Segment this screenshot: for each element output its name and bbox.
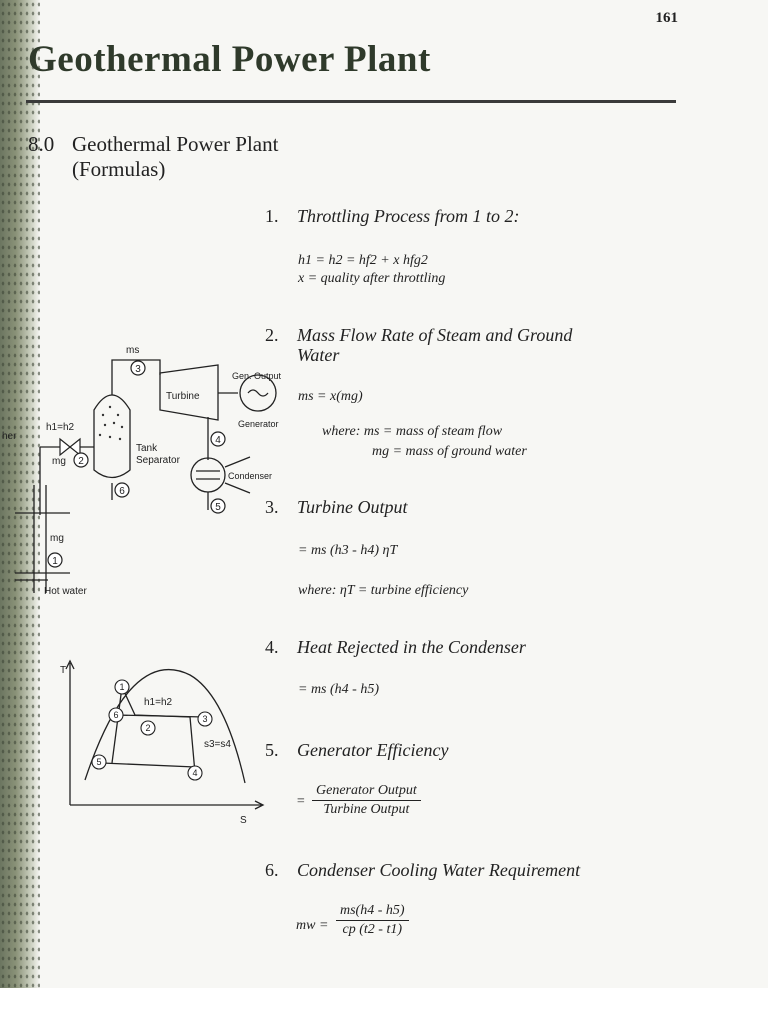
formula-5-title: Generator Efficiency	[297, 740, 449, 760]
formula-3-title: Turbine Output	[297, 497, 408, 517]
formula-3-number: 3.	[265, 497, 279, 517]
formula-2-line3: mg = mass of ground water	[372, 444, 527, 459]
formula-5-heading: 5. Generator Efficiency	[265, 740, 448, 761]
tank-label: Tank	[136, 443, 158, 454]
throttle-valve-icon	[59, 437, 81, 457]
condenser-label: Condenser	[228, 471, 272, 481]
ts-point-1: 1	[119, 682, 124, 692]
scan-bottom-margin	[0, 988, 768, 1024]
h1h2-label: h1=h2	[46, 422, 75, 433]
formula-5-number: 5.	[265, 740, 279, 760]
formula-5-equals: =	[296, 794, 306, 809]
formula-4-line1: = ms (h4 - h5)	[298, 682, 379, 697]
ts-diagram: 1 2 3 4 5 6 T S h1=h2 s3=s4	[60, 659, 265, 825]
title-rule	[26, 100, 676, 103]
ts-point-6: 6	[113, 710, 118, 720]
formula-4-title: Heat Rejected in the Condenser	[297, 637, 526, 657]
ts-point-5: 5	[96, 757, 101, 767]
formula-3-line1: = ms (h3 - h4) ηT	[298, 543, 398, 558]
ts-h1h2-label: h1=h2	[144, 697, 173, 708]
formula-6-number: 6.	[265, 860, 279, 880]
point-2-label: 2	[78, 456, 84, 467]
formula-2-heading: 2. Mass Flow Rate of Steam and Ground Wat…	[265, 325, 572, 365]
hot-water-label: Hot water	[44, 586, 87, 597]
formula-2-line1: ms = x(mg)	[298, 389, 363, 404]
s-axis-label: S	[240, 815, 247, 825]
formula-4-number: 4.	[265, 637, 279, 657]
formula-1-number: 1.	[265, 206, 279, 226]
formula-2-line2: where: ms = mass of steam flow	[322, 424, 503, 439]
section-title-line2: (Formulas)	[72, 157, 166, 181]
mg-label-well: mg	[50, 533, 64, 544]
formula-3-heading: 3. Turbine Output	[265, 497, 408, 518]
separator-shape	[93, 394, 131, 479]
condenser-shape	[190, 457, 226, 493]
formula-2-title-line1: Mass Flow Rate of Steam and Ground	[297, 325, 573, 345]
formula-6-title: Condenser Cooling Water Requirement	[297, 860, 581, 880]
ts-point-4: 4	[192, 768, 197, 778]
t-axis-label: T	[60, 665, 66, 676]
formula-6-fraction: ms(h4 - h5) cp (t2 - t1)	[336, 903, 409, 938]
mg-label-top: mg	[52, 456, 66, 467]
formula-1-line2: x = quality after throttling	[298, 271, 446, 286]
point-5-label: 5	[215, 502, 221, 513]
binding-shadow	[0, 0, 40, 990]
formula-6-numerator: ms(h4 - h5)	[336, 903, 409, 921]
formula-3-line2: where: ηT = turbine efficiency	[298, 583, 469, 598]
generator-label: Generator	[238, 419, 279, 429]
page-number: 161	[655, 10, 679, 26]
other-label: her	[2, 431, 17, 442]
point-1-label: 1	[52, 556, 58, 567]
ms-label: ms	[126, 345, 139, 356]
well-pipe	[33, 485, 47, 593]
point-3-label: 3	[135, 364, 141, 375]
point-6-label: 6	[119, 486, 125, 497]
ts-point-2: 2	[145, 723, 150, 733]
plant-schematic: 3 2 6 4 5 1 ms Gen. Output Turbine Gener…	[2, 345, 282, 597]
section-number: 8.0	[28, 132, 55, 156]
turbine-shape	[159, 364, 219, 421]
page-title: Geothermal Power Plant	[28, 39, 431, 80]
formula-6-lhs: mw =	[296, 918, 329, 933]
formula-1-title: Throttling Process from 1 to 2:	[297, 206, 520, 226]
formula-2-title-line2: Water	[297, 345, 340, 365]
section-heading: 8.0 Geothermal Power Plant (Formulas)	[28, 132, 278, 182]
ts-point-3: 3	[202, 714, 207, 724]
separator-label: Separator	[136, 455, 181, 466]
formula-5-numerator: Generator Output	[312, 783, 421, 801]
formula-2-number: 2.	[265, 325, 279, 345]
ts-s3s4-label: s3=s4	[204, 739, 231, 750]
formula-4-heading: 4. Heat Rejected in the Condenser	[265, 637, 526, 658]
turbine-label: Turbine	[166, 391, 200, 402]
section-title-line1: Geothermal Power Plant	[72, 132, 279, 156]
formula-6-heading: 6. Condenser Cooling Water Requirement	[265, 860, 580, 881]
formula-1-heading: 1. Throttling Process from 1 to 2:	[265, 206, 520, 227]
gen-output-label: Gen. Output	[232, 371, 282, 381]
formula-5-fraction: Generator Output Turbine Output	[312, 783, 421, 818]
formula-5-denominator: Turbine Output	[323, 802, 410, 817]
formula-1-line1: h1 = h2 = hf2 + x hfg2	[298, 253, 428, 268]
formula-6-denominator: cp (t2 - t1)	[342, 922, 403, 937]
generator-shape	[239, 374, 277, 412]
point-4-label: 4	[215, 435, 221, 446]
